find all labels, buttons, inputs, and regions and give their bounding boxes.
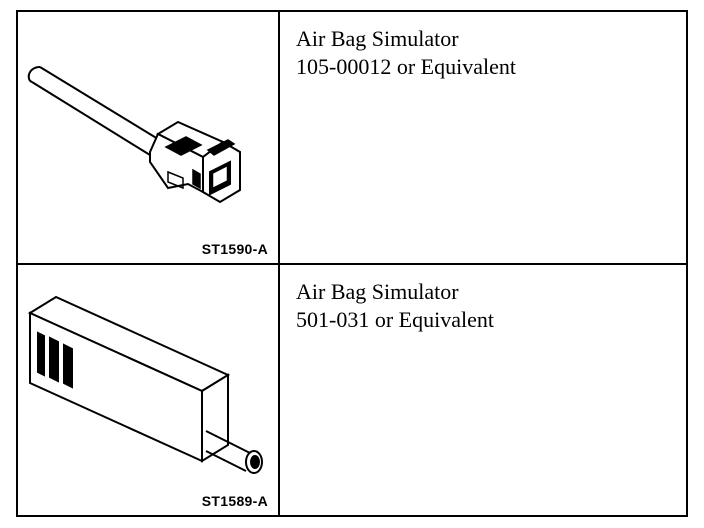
tool-number: 501-031 or Equivalent [296, 307, 494, 332]
tool-illustration-cell: ST1590-A [18, 12, 280, 263]
simulator-block-icon [27, 295, 263, 474]
connector-cable-icon [27, 66, 241, 204]
tool-illustration-cell: ST1589-A [18, 265, 280, 515]
tool-number: 105-00012 or Equivalent [296, 54, 516, 79]
tool-row: ST1589-A Air Bag Simulator 501-031 or Eq… [18, 265, 686, 515]
tool-name: Air Bag Simulator [296, 26, 459, 51]
tool-name: Air Bag Simulator [296, 279, 459, 304]
illustration-code: ST1590-A [201, 241, 268, 257]
tool-row: ST1590-A Air Bag Simulator 105-00012 or … [18, 12, 686, 265]
tool-description-cell: Air Bag Simulator 501-031 or Equivalent [280, 265, 686, 515]
illustration-code: ST1589-A [201, 493, 268, 509]
special-tools-table: ST1590-A Air Bag Simulator 105-00012 or … [16, 10, 688, 517]
tool-description-cell: Air Bag Simulator 105-00012 or Equivalen… [280, 12, 686, 263]
